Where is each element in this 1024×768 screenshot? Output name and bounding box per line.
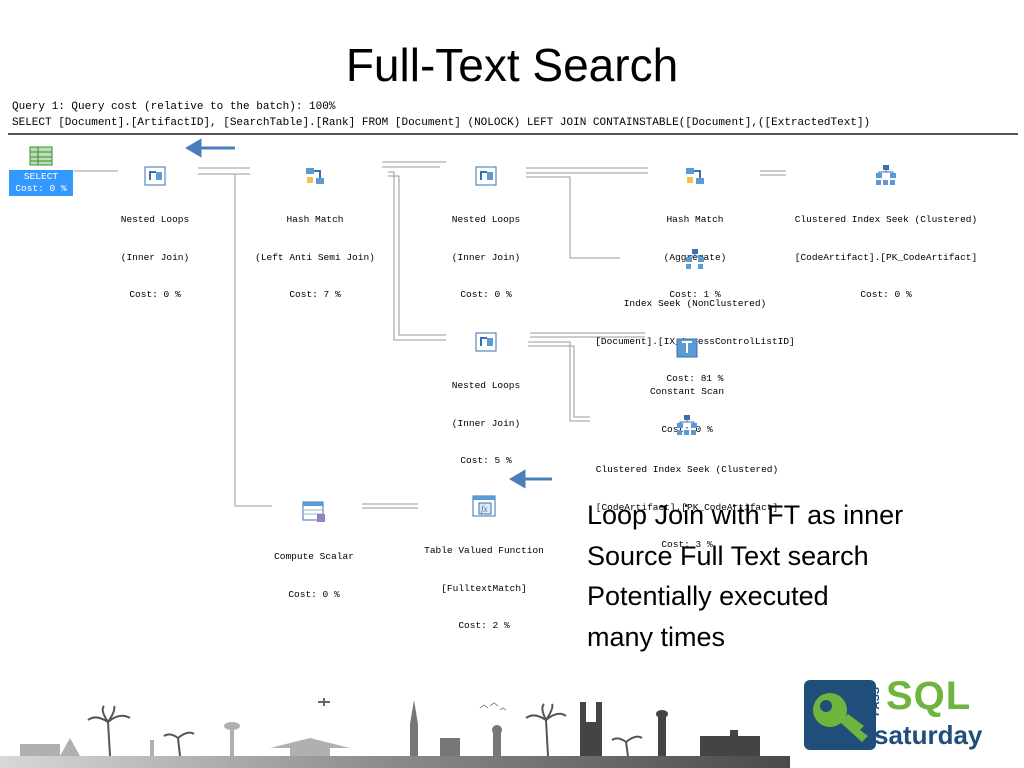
note-line-3: Potentially executed [587,581,829,611]
compute-scalar-icon [302,501,325,522]
skyline-illustration [0,698,790,768]
constant-scan-operator[interactable]: Constant Scan Cost: 0 % [637,313,737,449]
compute-scalar-line1: Compute Scalar [274,551,354,562]
nested-loops-icon [475,332,497,352]
index-seek-icon [686,249,704,269]
clustered-index-seek-2-line1: Clustered Index Seek (Clustered) [595,464,779,475]
nested-loops-1-line2: (Inner Join) [120,251,190,263]
nested-loops-operator-3[interactable]: Nested Loops (Inner Join) Cost: 5 % [436,307,536,480]
hash-match-icon [686,168,704,184]
query-cost-line: Query 1: Query cost (relative to the bat… [12,101,336,113]
nested-loops-1-line1: Nested Loops [120,214,190,225]
hash-match-lasj-line2: (Left Anti Semi Join) [255,251,375,263]
select-icon [29,146,53,166]
index-seek-cost: Cost: 81 % [666,373,724,384]
nested-loops-2-line1: Nested Loops [451,214,521,225]
hash-match-lasj-operator[interactable]: Hash Match (Left Anti Semi Join) Cost: 7… [245,141,385,314]
nested-loops-icon [475,166,497,186]
select-label: SELECT [23,171,59,182]
nested-loops-1-cost: Cost: 0 % [129,289,181,300]
select-cost: Cost: 0 % [15,183,67,194]
nested-loops-operator-2[interactable]: Nested Loops (Inner Join) Cost: 0 % [436,141,536,314]
constant-scan-line1: Constant Scan [649,386,725,397]
logo-saturday-text: saturday [874,720,983,750]
nested-loops-3-line1: Nested Loops [451,380,521,391]
logo-pass-text: PASS [870,686,882,716]
slide-notes: Loop Join with FT as inner Source Full T… [587,495,903,657]
select-operator[interactable]: SELECT Cost: 0 % [9,146,73,196]
clustered-index-seek-operator-2[interactable]: Clustered Index Seek (Clustered) [CodeAr… [585,389,789,564]
nested-loops-2-line2: (Inner Join) [451,251,521,263]
hash-match-lasj-line1: Hash Match [286,214,344,225]
clustered-index-seek-2-cost: Cost: 3 % [661,539,713,550]
table-valued-function-operator[interactable]: fx Table Valued Function [FulltextMatch]… [412,470,556,645]
table-valued-function-icon: fx [472,495,496,517]
hash-match-aggregate-operator[interactable]: Hash Match (Aggregate) Cost: 1 % [645,141,745,314]
constant-scan-icon [676,338,698,358]
clustered-index-seek-icon [876,165,896,185]
hash-match-lasj-cost: Cost: 7 % [289,289,341,300]
svg-text:fx: fx [481,504,488,514]
clustered-index-seek-1-line1: Clustered Index Seek (Clustered) [794,214,978,225]
compute-scalar-cost: Cost: 0 % [288,588,340,600]
constant-scan-cost: Cost: 0 % [661,423,713,435]
clustered-index-seek-icon [677,415,697,435]
nested-loops-2-cost: Cost: 0 % [460,289,512,300]
hash-match-aggregate-cost: Cost: 1 % [669,289,721,300]
nested-loops-3-cost: Cost: 5 % [460,455,512,466]
nested-loops-3-line2: (Inner Join) [451,417,521,429]
compute-scalar-operator[interactable]: Compute Scalar Cost: 0 % [264,476,364,614]
table-valued-function-line2: [FulltextMatch] [441,582,527,594]
plan-connectors [74,138,786,509]
key-logo-icon [804,680,876,750]
slide-title: Full-Text Search [345,39,679,91]
clustered-index-seek-1-cost: Cost: 0 % [860,289,912,300]
table-valued-function-cost: Cost: 2 % [458,620,510,631]
nested-loops-operator-1[interactable]: Nested Loops (Inner Join) Cost: 0 % [105,141,205,314]
hash-match-aggregate-line2: (Aggregate) [663,251,727,263]
table-valued-function-line1: Table Valued Function [424,545,544,556]
hash-match-icon [306,168,324,184]
clustered-index-seek-operator-1[interactable]: Clustered Index Seek (Clustered) [CodeAr… [784,139,988,314]
clustered-index-seek-1-line2: [CodeArtifact].[PK_CodeArtifact] [794,251,978,263]
clustered-index-seek-2-line2: [CodeArtifact].[PK_CodeArtifact] [595,501,779,513]
logo-sql-text: SQL [886,674,972,718]
nested-loops-icon [144,166,166,186]
hash-match-aggregate-line1: Hash Match [666,214,724,225]
query-sql-line: SELECT [Document].[ArtifactID], [SearchT… [12,117,871,129]
note-line-1: Loop Join with FT as inner [587,500,904,530]
index-seek-line1: Index Seek (NonClustered) [623,298,767,309]
sql-saturday-logo: PASS SQL saturday [800,674,1012,754]
plan-divider [8,133,1018,135]
note-line-2: Source Full Text search [587,540,869,571]
select-label-box: SELECT Cost: 0 % [9,170,73,196]
note-line-4: many times [587,621,726,652]
